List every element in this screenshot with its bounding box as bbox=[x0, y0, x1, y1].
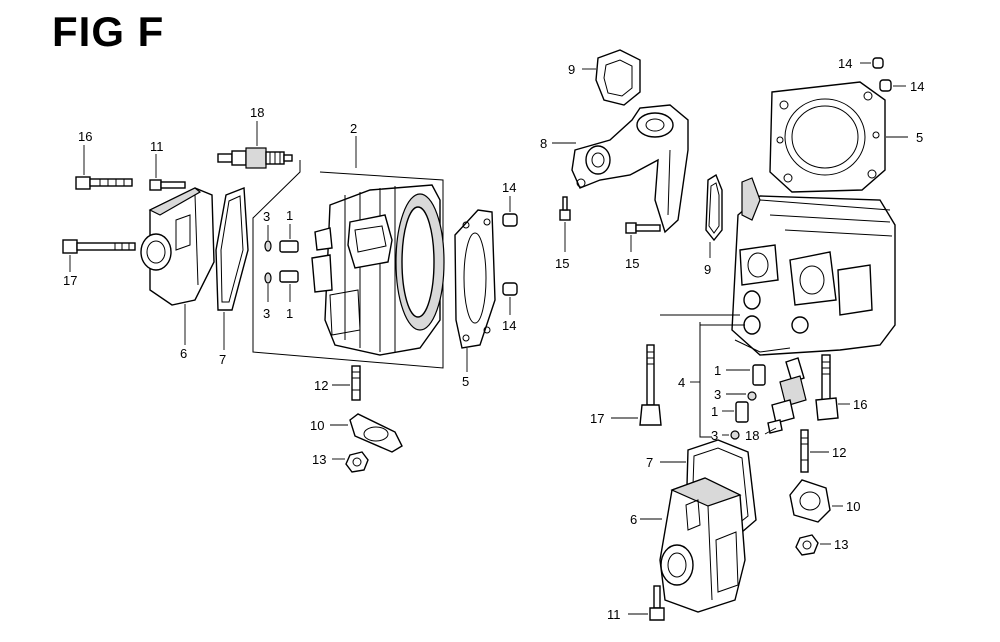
label-7-left: 7 bbox=[219, 352, 226, 367]
label-6-left: 6 bbox=[180, 346, 187, 361]
label-3-left-upper: 3 bbox=[263, 209, 270, 224]
label-14-right-a: 14 bbox=[838, 56, 852, 71]
label-17-right: 17 bbox=[590, 411, 604, 426]
dowel-14-right-a bbox=[872, 57, 884, 69]
sleeve-1-right-upper bbox=[752, 364, 766, 386]
cylinder-head-right bbox=[731, 177, 896, 356]
label-14-right-b: 14 bbox=[910, 79, 924, 94]
label-5-left: 5 bbox=[462, 374, 469, 389]
label-1-right-lower: 1 bbox=[711, 404, 718, 419]
gasket-7-left bbox=[215, 187, 249, 311]
head-gasket-5-left bbox=[454, 209, 496, 349]
label-6-right: 6 bbox=[630, 512, 637, 527]
label-15-a: 15 bbox=[555, 256, 569, 271]
label-18-right: 18 bbox=[745, 428, 759, 443]
stud-12-right bbox=[800, 429, 809, 473]
stud-12-left bbox=[351, 365, 361, 401]
gasket-10-left bbox=[349, 413, 403, 453]
label-3-right-upper: 3 bbox=[714, 387, 721, 402]
gasket-9-top bbox=[595, 49, 641, 106]
bolt-11-left bbox=[149, 179, 186, 191]
bolt-15-a bbox=[559, 196, 571, 221]
sleeve-1-left-upper bbox=[279, 240, 299, 253]
sleeve-1-right-lower bbox=[735, 401, 749, 423]
label-2: 2 bbox=[350, 121, 357, 136]
label-11-left: 11 bbox=[150, 139, 164, 154]
nut-13-right bbox=[795, 534, 819, 556]
label-12-right: 12 bbox=[832, 445, 846, 460]
bolt-16-right bbox=[815, 354, 839, 421]
bolt-11-right bbox=[649, 585, 665, 621]
label-14-left-lower: 14 bbox=[502, 318, 516, 333]
label-1-left-upper: 1 bbox=[286, 208, 293, 223]
label-10-right: 10 bbox=[846, 499, 860, 514]
label-8: 8 bbox=[540, 136, 547, 151]
label-4: 4 bbox=[678, 375, 685, 390]
label-11-right: 11 bbox=[607, 607, 621, 622]
dowel-14-left-upper bbox=[502, 213, 518, 227]
spark-plug-18-right bbox=[767, 357, 807, 434]
rocker-cover-6-right bbox=[659, 477, 746, 613]
cylinder-head-left bbox=[311, 184, 445, 356]
bracket-2 bbox=[252, 160, 444, 369]
label-18-left: 18 bbox=[250, 105, 264, 120]
label-1-left-lower: 1 bbox=[286, 306, 293, 321]
label-3-left-lower: 3 bbox=[263, 306, 270, 321]
label-9-top: 9 bbox=[568, 62, 575, 77]
label-15-b: 15 bbox=[625, 256, 639, 271]
clip-3-right-upper bbox=[747, 391, 757, 401]
label-13-left: 13 bbox=[312, 452, 326, 467]
label-14-left-upper: 14 bbox=[502, 180, 516, 195]
dowel-14-left-lower bbox=[502, 282, 518, 296]
label-5-right: 5 bbox=[916, 130, 923, 145]
label-17-left: 17 bbox=[63, 273, 77, 288]
label-10-left: 10 bbox=[310, 418, 324, 433]
label-3-right-lower: 3 bbox=[711, 428, 718, 443]
bolt-17-right bbox=[639, 344, 662, 426]
label-16-left: 16 bbox=[78, 129, 92, 144]
figure-title: FIG F bbox=[52, 8, 165, 55]
nut-13-left bbox=[345, 451, 369, 473]
sleeve-1-left-lower bbox=[279, 270, 299, 283]
bolt-17-left bbox=[62, 239, 136, 254]
rocker-cover-6-left bbox=[140, 187, 215, 306]
clip-3-left-lower bbox=[264, 272, 272, 284]
bolt-16-left bbox=[75, 176, 133, 190]
manifold-8 bbox=[571, 104, 689, 234]
clip-3-right-lower bbox=[730, 430, 740, 440]
label-7-right: 7 bbox=[646, 455, 653, 470]
head-gasket-5-right bbox=[769, 81, 886, 193]
label-9-mid: 9 bbox=[704, 262, 711, 277]
bolt-15-b bbox=[625, 222, 661, 234]
clip-3-left-upper bbox=[264, 240, 272, 252]
dowel-14-right-b bbox=[879, 79, 892, 92]
label-16-right: 16 bbox=[853, 397, 867, 412]
label-13-right: 13 bbox=[834, 537, 848, 552]
spark-plug-18-left bbox=[217, 147, 293, 169]
bracket-4 bbox=[660, 314, 745, 438]
label-12-left: 12 bbox=[314, 378, 328, 393]
gasket-10-right bbox=[789, 479, 831, 523]
gasket-9-mid bbox=[705, 173, 723, 242]
label-1-right-upper: 1 bbox=[714, 363, 721, 378]
